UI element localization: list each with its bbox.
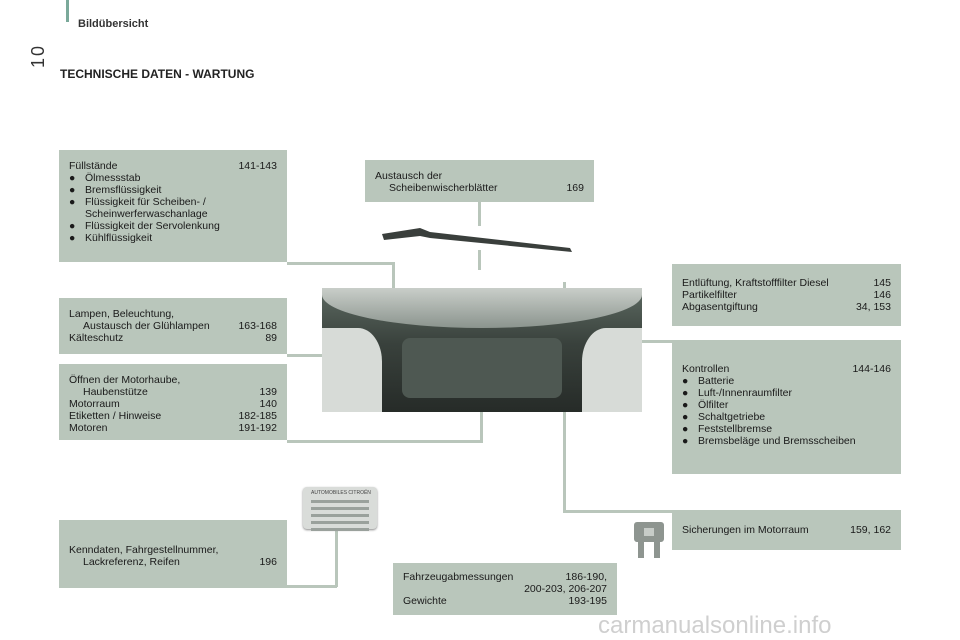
bullet: ● (682, 435, 689, 447)
list-item: Feststellbremse (698, 423, 773, 435)
page-ref: 89 (265, 332, 277, 344)
lampen-line3: Kälteschutz (69, 332, 124, 344)
list-item: Scheinwerferwaschanlage (85, 208, 208, 220)
masse-line3: Gewichte (403, 595, 447, 607)
bullet: ● (682, 423, 689, 435)
kenndaten-line1: Kenndaten, Fahrgestellnummer, (69, 544, 219, 556)
page-ref: 186-190, (565, 571, 607, 583)
connector-line (478, 202, 481, 226)
motorhaube-line4: Etiketten / Hinweise (69, 410, 162, 422)
sicherungen-label: Sicherungen im Motorraum (682, 524, 809, 536)
wischer-box: Austausch der Scheibenwischerblätter 169 (365, 160, 594, 202)
bullet: ● (69, 220, 76, 232)
connector-line (335, 530, 338, 587)
list-item: Flüssigkeit der Servolenkung (85, 220, 220, 232)
bullet: ● (682, 375, 689, 387)
engine-block (402, 338, 562, 398)
page-ref: 159, 162 (850, 524, 891, 536)
list-item: Ölmessstab (85, 172, 141, 184)
connector-line (478, 250, 481, 270)
kontrollen-heading: Kontrollen (682, 363, 730, 375)
page-ref: 191-192 (238, 422, 277, 434)
page-ref: 193-195 (568, 595, 607, 607)
fuellstaende-box: Füllstände 141-143 ● Ölmessstab ● Bremsflüs… (59, 150, 287, 262)
list-item: Ölfilter (698, 399, 729, 411)
kenndaten-line2: Lackreferenz, Reifen (83, 556, 180, 568)
entlueftung-line2: Partikelfilter (682, 289, 737, 301)
bullet: ● (69, 172, 76, 184)
page-ref: 200-203, 206-207 (524, 583, 607, 595)
kontrollen-box: Kontrollen 144-146 ● Batterie ● Luft-/Innen… (672, 340, 901, 474)
motorhaube-line3: Motorraum (69, 398, 120, 410)
page-number: 10 (28, 43, 48, 68)
wischer-line2: Scheibenwischerblätter (389, 182, 498, 194)
section-header: Bildübersicht (78, 18, 149, 30)
list-item: Luft-/Innenraumfilter (698, 387, 792, 399)
page-ref: 163-168 (238, 320, 277, 332)
watermark: carmanualsonline.info (598, 612, 832, 639)
connector-line (612, 340, 674, 343)
lampen-line2: Austausch der Glühlampen (83, 320, 210, 332)
connector-line (287, 585, 337, 588)
connector-line (287, 440, 483, 443)
front-fender-left (322, 328, 382, 412)
motorhaube-box: Öffnen der Motorhaube, Haubenstütze 139 M… (59, 364, 287, 440)
motorhaube-line5: Motoren (69, 422, 108, 434)
page-ref: 182-185 (238, 410, 277, 422)
entlueftung-box: Entlüftung, Kraftstofffilter Diesel 145 P… (672, 264, 901, 326)
list-item: Bremsbeläge und Bremsscheiben (698, 435, 856, 447)
wiper-icon (382, 228, 572, 252)
list-item: Bremsflüssigkeit (85, 184, 162, 196)
motorhaube-line1: Öffnen der Motorhaube, (69, 374, 181, 386)
page-ref: 169 (566, 182, 584, 194)
front-fender-right (582, 328, 642, 412)
bullet: ● (69, 232, 76, 244)
engine-bay-photo (322, 288, 642, 412)
masse-line1: Fahrzeugabmessungen (403, 571, 514, 583)
list-item: Flüssigkeit für Scheiben- / (85, 196, 206, 208)
fuse-icon (634, 522, 664, 558)
list-item: Schaltgetriebe (698, 411, 766, 423)
fuellstaende-heading: Füllstände (69, 160, 118, 172)
entlueftung-line3: Abgasentgiftung (682, 301, 758, 313)
page-ref: 196 (259, 556, 277, 568)
motorhaube-line2: Haubenstütze (83, 386, 148, 398)
page-ref: 140 (259, 398, 277, 410)
masse-box: Fahrzeugabmessungen 186-190, 200-203, 206… (393, 563, 617, 615)
kenndaten-box: Kenndaten, Fahrgestellnummer, Lackrefere… (59, 520, 287, 588)
open-hood (322, 288, 642, 328)
list-item: Kühlflüssigkeit (85, 232, 153, 244)
wischer-line1: Austausch der (375, 170, 443, 182)
vehicle-id-plate: AUTOMOBILES CITROËN (303, 487, 377, 531)
page-ref: 145 (873, 277, 891, 289)
connector-line (287, 262, 394, 265)
lampen-line1: Lampen, Beleuchtung, (69, 308, 175, 320)
bullet: ● (682, 399, 689, 411)
page-ref: 146 (873, 289, 891, 301)
bullet: ● (682, 387, 689, 399)
sicherungen-box: Sicherungen im Motorraum 159, 162 (672, 510, 901, 550)
header-accent-bar (66, 0, 69, 22)
bullet: ● (69, 196, 76, 208)
connector-line (563, 510, 674, 513)
list-item: Batterie (698, 375, 735, 387)
plate-text: AUTOMOBILES CITROËN (311, 490, 371, 496)
bullet: ● (69, 184, 76, 196)
page-ref: 34, 153 (855, 301, 891, 313)
page-ref: 144-146 (852, 363, 891, 375)
page-ref: 139 (259, 386, 277, 398)
page-title: TECHNISCHE DATEN - WARTUNG (60, 67, 255, 81)
entlueftung-line1: Entlüftung, Kraftstofffilter Diesel (682, 277, 829, 289)
connector-line (287, 354, 347, 357)
lampen-box: Lampen, Beleuchtung, Austausch der Glühl… (59, 298, 287, 354)
bullet: ● (682, 411, 689, 423)
page-ref: 141-143 (238, 160, 277, 172)
